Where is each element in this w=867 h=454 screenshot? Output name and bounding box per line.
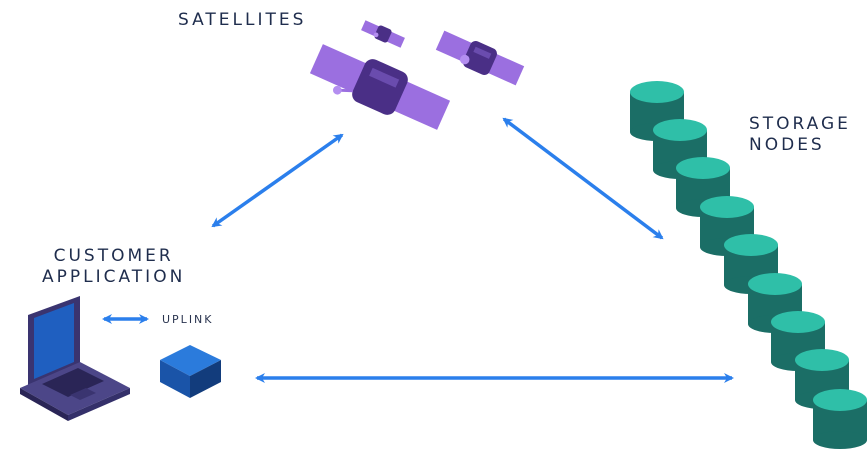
storage-nodes-label: STORAGE NODES bbox=[749, 114, 851, 157]
laptop-icon bbox=[20, 296, 130, 421]
customer-label-line2: APPLICATION bbox=[42, 267, 186, 288]
uplink-device-icon bbox=[160, 345, 221, 398]
uplink-label: UPLINK bbox=[162, 313, 214, 326]
double-arrow-icon bbox=[211, 133, 344, 228]
storage-label-line2: NODES bbox=[749, 135, 825, 156]
storage-label-line1: STORAGE bbox=[749, 114, 851, 134]
storage-nodes bbox=[630, 81, 867, 449]
satellite-icon bbox=[435, 30, 525, 86]
customer-application-label: CUSTOMER APPLICATION bbox=[42, 246, 185, 289]
database-icon bbox=[813, 389, 867, 449]
satellite-icon bbox=[361, 20, 405, 48]
satellite-icon bbox=[309, 44, 451, 130]
satellites-label: SATELLITES bbox=[178, 10, 307, 30]
customer-label-line1: CUSTOMER bbox=[53, 246, 174, 266]
double-arrow-icon bbox=[502, 117, 664, 240]
